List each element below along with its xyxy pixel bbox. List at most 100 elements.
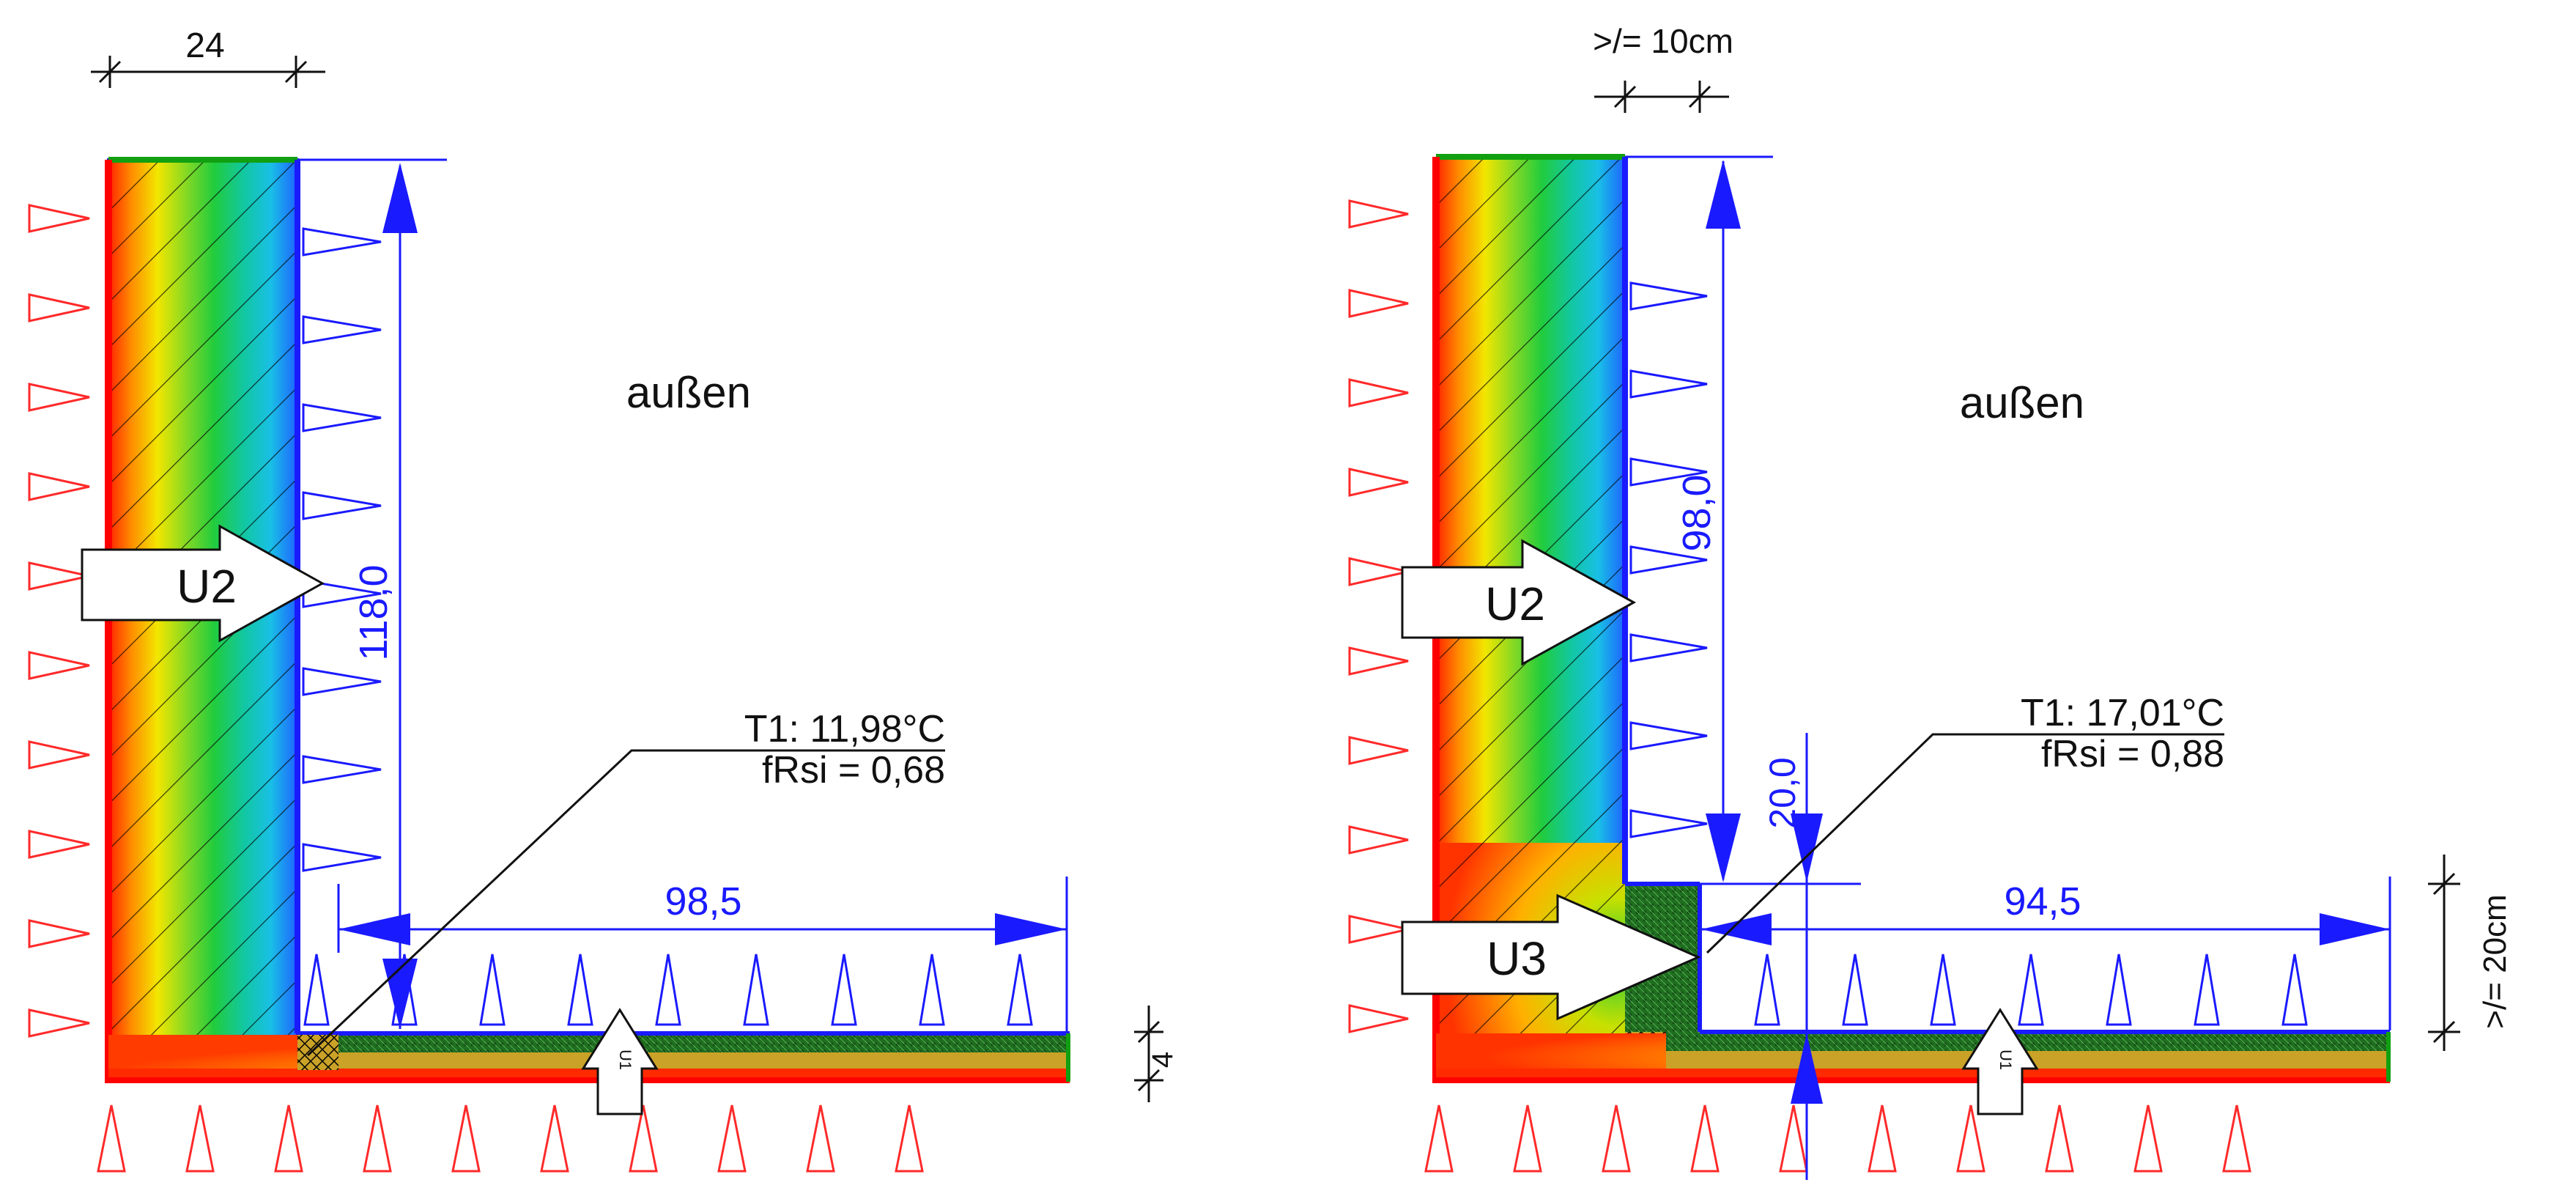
- floor-thickness-label-left: 4: [1147, 1052, 1179, 1068]
- heat-flow-arrow-icon: [1629, 809, 1708, 838]
- heat-flow-arrow-icon: [302, 755, 382, 784]
- heat-flow-arrow-icon: [655, 953, 681, 1026]
- dim-arrow-20-down: [1791, 814, 1823, 882]
- heat-flow-arrow-icon: [806, 1104, 835, 1173]
- dim-arrow-20-up: [1791, 1033, 1823, 1104]
- corner-block-left: [297, 1035, 338, 1070]
- interior-heat-flow-arrows-bottom-left: [97, 1104, 924, 1173]
- heat-flow-arrow-icon: [717, 1104, 747, 1173]
- heat-flow-arrow-icon: [2045, 1104, 2074, 1173]
- insulation-thickness-label-right: >/= 10cm: [1593, 22, 1733, 60]
- heat-flow-arrow-icon: [1602, 1104, 1631, 1173]
- heat-flow-arrow-icon: [1348, 736, 1409, 765]
- heat-flow-arrow-icon: [919, 953, 945, 1026]
- heat-flow-arrow-icon: [1348, 289, 1409, 318]
- heat-flow-arrow-icon: [1842, 953, 1868, 1026]
- heat-flow-arrow-icon: [302, 315, 382, 344]
- heat-flow-arrow-icon: [743, 953, 769, 1026]
- dim-slash-24-b: [284, 60, 308, 84]
- heat-flow-arrow-icon: [831, 953, 857, 1026]
- heat-flow-arrow-icon: [1348, 825, 1409, 855]
- heat-flow-arrow-icon: [1629, 721, 1708, 750]
- offset-label-right: 20,0: [1762, 757, 1803, 828]
- t1-leader-right: [1706, 733, 2224, 954]
- heat-flow-arrow-icon: [1629, 281, 1708, 311]
- heat-flow-arrow-icon: [302, 491, 382, 520]
- heat-flow-arrow-icon: [2222, 1104, 2251, 1173]
- t1-label-left: T1: 11,98°C: [744, 708, 945, 750]
- heat-flow-arrow-icon: [97, 1104, 126, 1173]
- heat-flow-arrow-icon: [1348, 915, 1409, 944]
- heat-flow-arrow-icon: [1629, 545, 1708, 575]
- frsi-label-left: fRsi = 0,68: [762, 749, 945, 792]
- u3-block-arrow-right: [1401, 893, 1701, 1021]
- heat-flow-arrow-icon: [28, 383, 90, 412]
- heat-flow-arrow-icon: [28, 472, 90, 501]
- heat-flow-arrow-icon: [2106, 953, 2132, 1026]
- u1-block-arrow-left: [581, 1008, 659, 1115]
- heat-flow-arrow-icon: [1348, 646, 1409, 676]
- dim-slash-20cm-a: [2432, 872, 2456, 896]
- outside-label-left: außen: [626, 368, 751, 417]
- dim-arrow-left-right: [1701, 913, 1772, 945]
- heat-flow-arrow-icon: [1956, 1104, 1985, 1173]
- dim-arrow-up-left: [382, 163, 418, 233]
- exterior-heat-flow-arrows-wall-right: [1629, 281, 1708, 838]
- dim-arrow-up-right: [1706, 160, 1741, 229]
- dim-arrow-right-left: [995, 913, 1067, 945]
- heat-flow-arrow-icon: [1930, 953, 1956, 1026]
- heat-flow-arrow-icon: [1348, 557, 1409, 586]
- heat-flow-arrow-icon: [1629, 633, 1708, 663]
- wall-thickness-label-left: 24: [185, 26, 224, 65]
- heat-flow-arrow-icon: [1779, 1104, 1808, 1173]
- heat-flow-arrow-icon: [629, 1104, 658, 1173]
- left-panel: U2 U1 24 118,0 98,5 4 T1: 11,98°C: [28, 26, 1179, 1173]
- heat-flow-arrow-icon: [28, 651, 90, 680]
- floor-insulation-left: [297, 1035, 1070, 1052]
- heat-flow-arrow-icon: [28, 740, 90, 770]
- heat-flow-arrow-icon: [1424, 1104, 1454, 1173]
- interior-heat-flow-arrows-right: [1348, 199, 1409, 1033]
- u2-label-left: U2: [177, 560, 237, 613]
- dim-slash-10cm-b: [1688, 85, 1711, 108]
- heat-flow-arrow-icon: [479, 953, 506, 1026]
- heat-flow-arrow-icon: [28, 293, 90, 322]
- u2-label-right: U2: [1485, 578, 1545, 630]
- exterior-heat-flow-arrows-floor-right: [1754, 953, 2308, 1026]
- heat-flow-arrow-icon: [1868, 1104, 1897, 1173]
- heat-flow-arrow-icon: [895, 1104, 924, 1173]
- heat-flow-arrow-icon: [302, 843, 382, 872]
- wall-height-label-right: 98,0: [1675, 474, 1719, 551]
- heat-flow-arrow-icon: [451, 1104, 481, 1173]
- min-height-label-right: >/= 20cm: [2477, 894, 2513, 1028]
- right-panel: U2 U3 U1 >/= 10cm 98,0 20,0 94,5: [1348, 22, 2513, 1180]
- u2-block-arrow-right: [1401, 539, 1637, 666]
- heat-flow-arrow-icon: [1754, 953, 1780, 1026]
- heat-flow-arrow-icon: [1513, 1104, 1542, 1173]
- heat-flow-arrow-icon: [1629, 457, 1708, 487]
- u3-label-right: U3: [1487, 932, 1547, 985]
- heat-flow-arrow-icon: [2018, 953, 2044, 1026]
- floor-insulation-right: [1666, 1033, 2390, 1051]
- heat-flow-arrow-icon: [302, 403, 382, 432]
- dim-arrow-left-left: [338, 913, 410, 945]
- heat-flow-arrow-icon: [1348, 468, 1409, 497]
- heat-flow-arrow-icon: [1007, 953, 1033, 1026]
- heat-flow-arrow-icon: [1690, 1104, 1720, 1173]
- t1-leader-left: [306, 749, 945, 1057]
- dim-arrow-right-right: [2320, 913, 2390, 945]
- heat-flow-arrow-icon: [28, 830, 90, 859]
- floor-band-left: [297, 1052, 1070, 1069]
- dim-slash-20cm-b: [2432, 1020, 2456, 1044]
- u2-block-arrow-left: [81, 524, 325, 643]
- floor-length-label-right: 94,5: [2004, 879, 2081, 923]
- u1-label-right: U1: [1996, 1049, 2015, 1070]
- heat-flow-arrow-icon: [28, 561, 90, 591]
- heat-flow-arrow-icon: [1348, 199, 1409, 229]
- u1-block-arrow-right: [1961, 1008, 2039, 1115]
- heat-flow-arrow-icon: [185, 1104, 215, 1173]
- heat-flow-arrow-icon: [1348, 1004, 1409, 1033]
- heat-flow-arrow-icon: [28, 204, 90, 233]
- dim-arrow-down-right: [1706, 814, 1741, 882]
